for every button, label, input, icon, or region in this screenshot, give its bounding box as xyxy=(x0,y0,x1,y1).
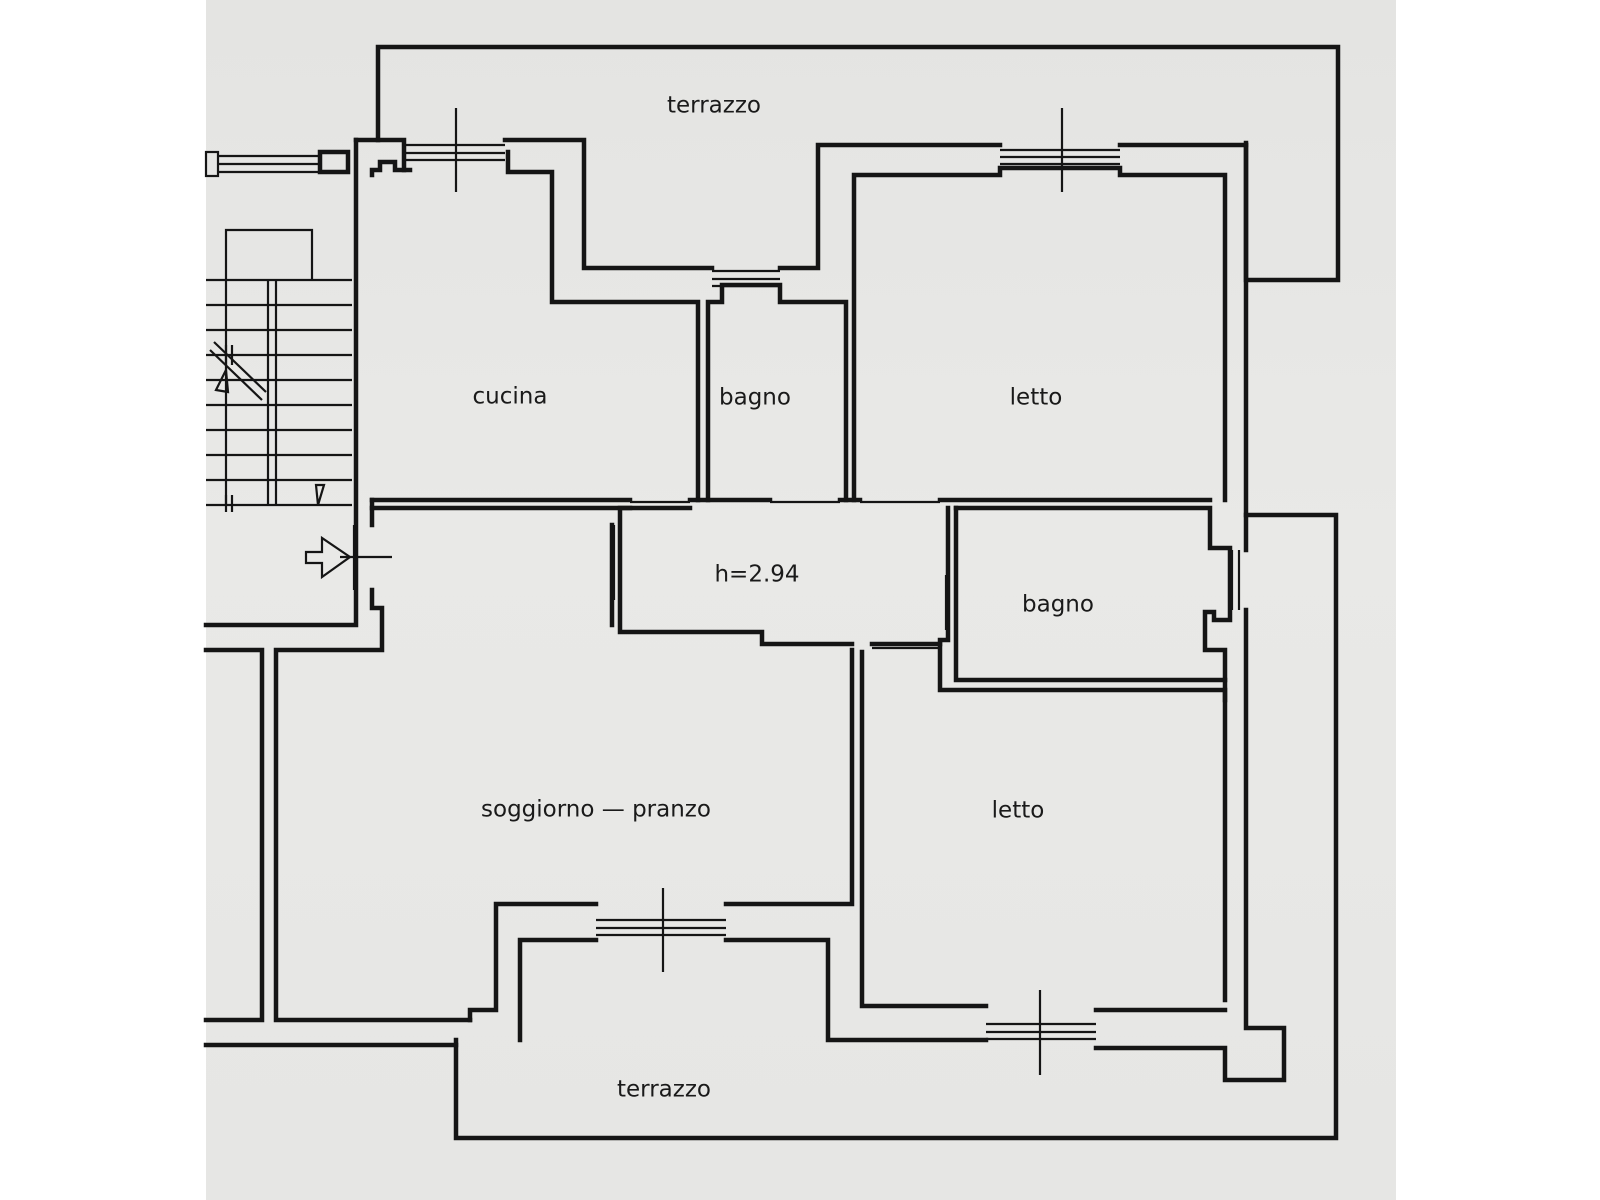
window-bedroom-2 xyxy=(986,990,1096,1075)
kitchen-inner-top-2 xyxy=(505,149,701,503)
bedroom-inner xyxy=(851,165,1228,503)
stair-arrow-icon xyxy=(214,366,230,394)
windows xyxy=(204,108,1241,1075)
entrance-arrow-icon xyxy=(304,525,392,590)
bath-top-wall xyxy=(777,142,1003,271)
window-bath-1 xyxy=(712,269,780,288)
room-label-bedroom-1: letto xyxy=(1010,385,1063,411)
room-label-bath-2: bagno xyxy=(1022,592,1094,618)
kitchen-inner-top xyxy=(369,159,413,178)
window-kitchen xyxy=(404,108,505,192)
entry-wall-2 xyxy=(273,587,473,1023)
window-bedroom-1 xyxy=(1000,108,1120,192)
stair-right-wall xyxy=(203,137,359,628)
window-bath-2 xyxy=(1230,550,1241,610)
room-label-living: soggiorno — pranzo xyxy=(481,797,711,823)
bath2-outer xyxy=(953,505,1233,703)
hall-right-wall xyxy=(937,505,1228,1003)
living-bottom-wall xyxy=(467,901,599,1023)
room-label-hall-height: h=2.94 xyxy=(714,562,799,588)
bedroom2-left-wall xyxy=(859,649,989,1009)
bottom-terrace-inner-right xyxy=(723,937,989,1043)
interior-walls xyxy=(369,497,1233,1043)
staircase xyxy=(206,228,352,512)
right-lower-terrace xyxy=(453,512,1339,1141)
floor-plan-sheet xyxy=(206,0,1396,1200)
window-living xyxy=(596,888,726,972)
room-label-bedroom-2: letto xyxy=(992,798,1045,824)
room-label-terrace-top: terrazzo xyxy=(667,93,761,119)
hall-left-wall xyxy=(617,505,855,647)
room-label-kitchen: cucina xyxy=(473,384,548,410)
outer-walls xyxy=(203,44,1341,1141)
right-exterior-lower xyxy=(1093,607,1287,1083)
left-lower-wall xyxy=(203,647,265,1023)
window-stair xyxy=(204,149,351,178)
top-terrace-outline xyxy=(375,44,1341,283)
living-right-wall xyxy=(723,647,855,907)
bottom-terrace-inner xyxy=(517,937,599,1043)
room-label-bath-1: bagno xyxy=(719,385,791,411)
room-label-terrace-bottom: terrazzo xyxy=(617,1077,711,1103)
bath2-bottom xyxy=(953,505,1228,683)
kitchen-top-wall xyxy=(502,137,715,271)
